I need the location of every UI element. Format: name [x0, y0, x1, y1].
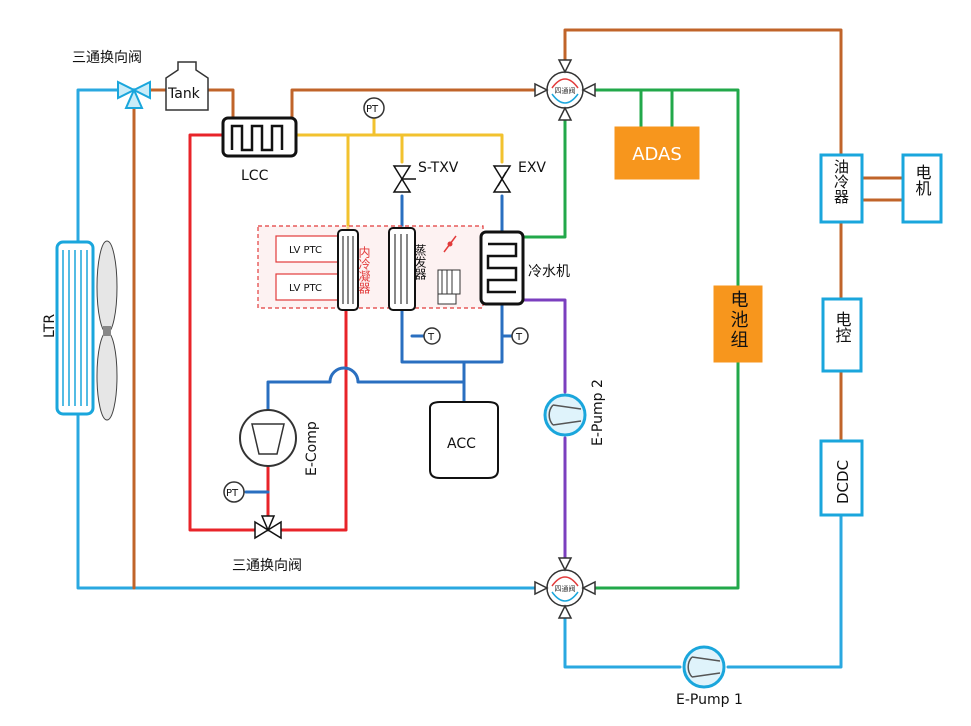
- lcc-label: LCC: [241, 168, 269, 184]
- pipe-lcc-to-fourway: [290, 88, 539, 122]
- svg-text:电池组: 电池组: [728, 290, 749, 350]
- four-way-valve-bottom[interactable]: 四通阀: [534, 557, 596, 619]
- dcdc-box: DCDC: [819, 439, 864, 517]
- svg-text:PT: PT: [366, 104, 379, 115]
- inner-condenser-label: 内冷凝器: [357, 246, 371, 295]
- pipe-chiller-to-epump2: [521, 298, 567, 394]
- temp-sensor-right: T: [511, 327, 529, 345]
- damper-icon: [443, 235, 457, 253]
- three-way-valve-bottom[interactable]: [254, 515, 282, 540]
- pipe-fourway-to-chiller: [521, 116, 567, 239]
- lv-ptc-heater-2: LV PTC: [275, 273, 339, 301]
- svg-text:四通阀: 四通阀: [555, 86, 576, 95]
- ltr-radiator: [55, 240, 95, 416]
- evaporator-icon: [388, 227, 416, 311]
- pressure-sensor-left: PT: [223, 481, 245, 503]
- chiller-label: 冷水机: [528, 264, 570, 280]
- valve-bottom-label: 三通换向阀: [232, 557, 302, 574]
- svg-text:T: T: [427, 332, 435, 343]
- stxv-valve-icon[interactable]: [392, 165, 416, 193]
- svg-text:LV PTC: LV PTC: [289, 245, 322, 256]
- tank-label: Tank: [167, 86, 201, 102]
- stxv-label: S-TXV: [418, 160, 459, 176]
- svg-text:电控: 电控: [833, 311, 852, 344]
- pipe-battery-to-bottom: [592, 360, 740, 590]
- temp-sensor-left: T: [423, 327, 441, 345]
- epump2-label: E-Pump 2: [590, 379, 606, 446]
- exv-valve-icon[interactable]: [492, 165, 512, 193]
- pipe-lcc-yellow: [294, 133, 504, 164]
- ltr-label: LTR: [42, 314, 58, 338]
- tank-icon: [165, 61, 209, 111]
- lcc-heat-exchanger-icon: [221, 116, 298, 158]
- epump1-label: E-Pump 1: [676, 692, 743, 708]
- svg-text:PT: PT: [226, 488, 239, 499]
- svg-text:LV PTC: LV PTC: [289, 283, 322, 294]
- blower-icon: [437, 269, 461, 305]
- pipe-ltr-top: [76, 88, 130, 246]
- pipe-red-right: [279, 308, 348, 532]
- epump2-icon: [543, 393, 587, 437]
- three-way-valve-top[interactable]: [117, 80, 151, 109]
- lv-ptc-heater-1: LV PTC: [275, 235, 339, 263]
- svg-text:四通阀: 四通阀: [555, 584, 576, 593]
- valve-top-label: 三通换向阀: [72, 49, 142, 66]
- battery-pack-box: 电池组: [713, 285, 763, 363]
- epump1-icon: [682, 645, 726, 689]
- motor-box: 电机: [901, 153, 943, 224]
- svg-text:ADAS: ADAS: [632, 144, 682, 165]
- chiller-icon: [479, 230, 525, 306]
- acc-label: ACC: [447, 436, 476, 452]
- pipe-bottom-to-epump1: [563, 610, 682, 669]
- svg-text:T: T: [515, 332, 523, 343]
- svg-text:电机: 电机: [913, 164, 932, 197]
- ecomp-compressor-icon: [239, 409, 297, 467]
- four-way-valve-top[interactable]: 四通阀: [534, 59, 596, 121]
- fan-icon: [96, 240, 118, 421]
- controller-box: 电控: [821, 297, 863, 373]
- pipe-fourway-to-battery: [592, 88, 740, 288]
- inner-condenser-icon: [337, 229, 359, 311]
- pressure-sensor-top: PT: [363, 97, 385, 119]
- accumulator-icon: [429, 401, 499, 479]
- ecomp-label: E-Comp: [304, 421, 320, 476]
- adas-box: ADAS: [614, 126, 700, 180]
- exv-label: EXV: [518, 160, 546, 176]
- pipe-evap-bottom: [400, 302, 504, 364]
- svg-text:DCDC: DCDC: [834, 460, 852, 504]
- pipe-acc-loop: [266, 366, 466, 414]
- evaporator-label: 蒸发器: [413, 244, 427, 281]
- oil-cooler-box: 油冷器: [819, 153, 864, 224]
- pipe-red-left: [188, 133, 257, 532]
- pipe-ltr-bottom: [76, 410, 537, 590]
- pipe-fourway-top: [563, 28, 843, 157]
- pipe-epump1-to-dcdc: [726, 513, 843, 669]
- svg-text:油冷器: 油冷器: [832, 159, 850, 204]
